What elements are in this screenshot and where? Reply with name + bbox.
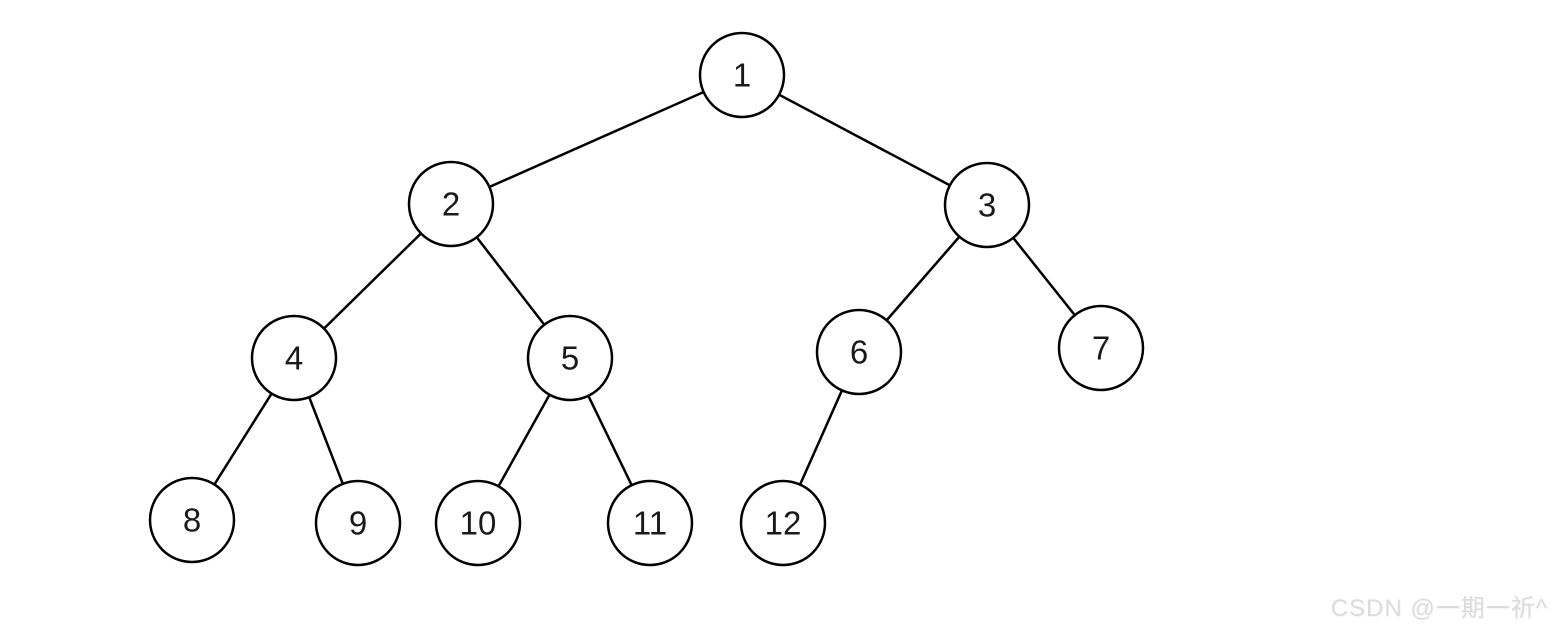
tree-node-label-3: 3 <box>978 187 996 224</box>
tree-node-circle-7 <box>1057 304 1145 392</box>
tree-node-10: 10 <box>434 479 522 567</box>
tree-node-label-5: 5 <box>561 340 579 377</box>
tree-node-3: 3 <box>943 161 1031 249</box>
tree-node-circle-3 <box>943 161 1031 249</box>
tree-node-label-1: 1 <box>733 57 751 94</box>
tree-node-label-2: 2 <box>442 186 460 223</box>
tree-edge-1-3 <box>741 73 988 207</box>
tree-node-label-8: 8 <box>183 502 201 539</box>
tree-node-8: 8 <box>148 476 236 564</box>
tree-node-circle-5 <box>526 314 614 402</box>
tree-node-label-12: 12 <box>765 505 802 542</box>
tree-node-circle-8 <box>148 476 236 564</box>
tree-node-label-9: 9 <box>349 505 367 542</box>
tree-node-label-4: 4 <box>285 340 303 377</box>
tree-node-12: 12 <box>739 479 827 567</box>
tree-node-6: 6 <box>815 308 903 396</box>
tree-node-circle-11 <box>606 479 694 567</box>
tree-node-9: 9 <box>314 479 402 567</box>
tree-node-11: 11 <box>606 479 694 567</box>
tree-node-circle-2 <box>407 160 495 248</box>
tree-node-circle-12 <box>739 479 827 567</box>
tree-node-circle-6 <box>815 308 903 396</box>
tree-node-1: 1 <box>698 31 786 119</box>
tree-node-label-10: 10 <box>460 505 497 542</box>
tree-node-circle-1 <box>698 31 786 119</box>
tree-edge-1-2 <box>450 73 743 206</box>
tree-node-circle-10 <box>434 479 522 567</box>
tree-node-circle-4 <box>250 314 338 402</box>
tree-node-label-11: 11 <box>633 505 667 542</box>
tree-node-label-6: 6 <box>850 334 868 371</box>
tree-node-circle-9 <box>314 479 402 567</box>
tree-node-2: 2 <box>407 160 495 248</box>
tree-node-label-7: 7 <box>1092 330 1110 367</box>
tree-node-5: 5 <box>526 314 614 402</box>
csdn-watermark: CSDN @一期一祈^ <box>1330 595 1548 622</box>
tree-node-4: 4 <box>250 314 338 402</box>
tree-node-7: 7 <box>1057 304 1145 392</box>
